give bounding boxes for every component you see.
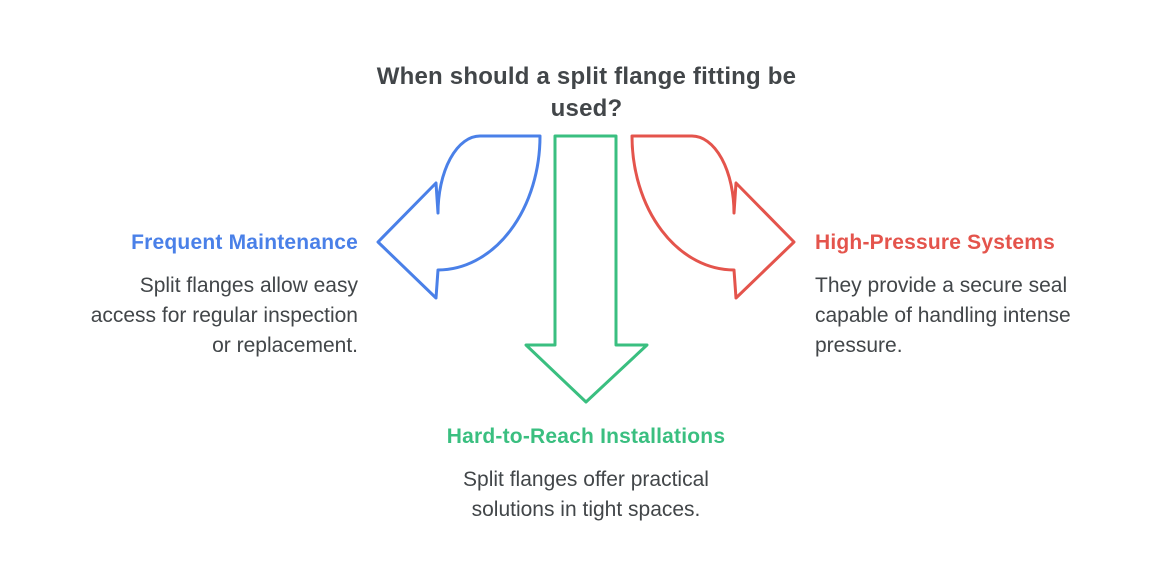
branch-description-line: capable of handling intense: [815, 304, 1071, 327]
branch-description: Split flanges offer practical solutions …: [386, 465, 786, 525]
branch-heading: Frequent Maintenance: [131, 231, 358, 254]
branch-hard-to-reach-installations: Hard-to-Reach Installations Split flange…: [386, 422, 786, 525]
branch-description-line: pressure.: [815, 334, 903, 357]
branch-description-line: access for regular inspection: [90, 304, 358, 327]
branch-description-line: Split flanges allow easy: [139, 274, 358, 297]
branch-heading: Hard-to-Reach Installations: [446, 425, 726, 448]
curved-arrow-left-icon: [376, 134, 542, 300]
branch-heading: High-Pressure Systems: [815, 231, 1055, 254]
branch-description-line: They provide a secure seal: [815, 274, 1068, 297]
curved-arrow-right-icon: [630, 134, 796, 300]
branch-description: They provide a secure seal capable of ha…: [815, 271, 1145, 361]
branch-description: Split flanges allow easy access for regu…: [20, 271, 358, 361]
page-title: When should a split flange fitting be us…: [0, 61, 1173, 125]
arrow-down-icon: [524, 134, 649, 404]
branch-description-line: or replacement.: [212, 334, 358, 357]
branch-description-line: solutions in tight spaces.: [471, 498, 701, 521]
page-title-line1: When should a split flange fitting be: [376, 63, 797, 90]
branch-high-pressure-systems: High-Pressure Systems They provide a sec…: [815, 228, 1145, 361]
branch-frequent-maintenance: Frequent Maintenance Split flanges allow…: [20, 228, 358, 361]
branch-description-line: Split flanges offer practical: [463, 468, 709, 491]
page-title-line2: used?: [550, 95, 623, 122]
decision-arrows: [376, 134, 796, 404]
